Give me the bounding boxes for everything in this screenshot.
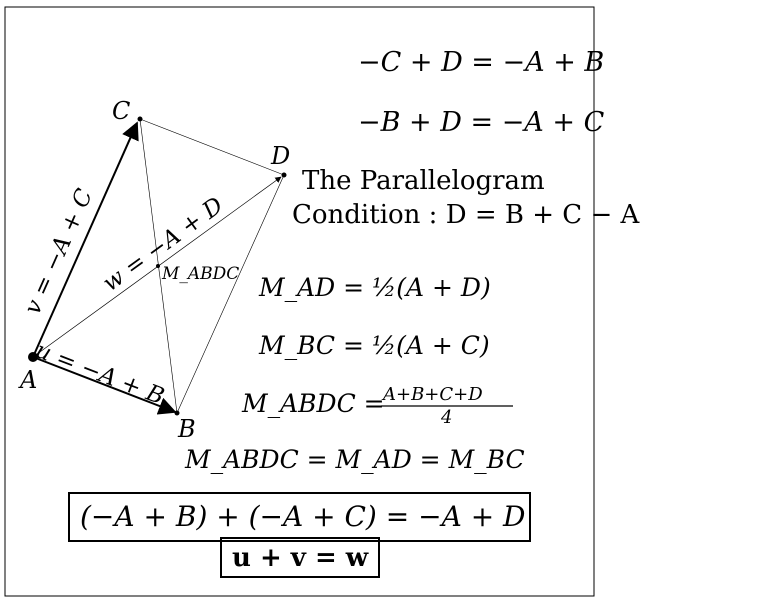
vector-u xyxy=(32,356,177,415)
equation-m-abdc-lhs: M_ABDC = xyxy=(241,389,385,418)
condition-line-2: Condition : D = B + C − A xyxy=(292,200,640,230)
boxed-vectors-border xyxy=(220,537,380,578)
label-a: A xyxy=(18,366,37,394)
label-m-abdc: M_ABDC xyxy=(161,264,239,284)
vector-v xyxy=(32,121,139,358)
point-d xyxy=(281,172,287,178)
label-b: B xyxy=(177,415,196,443)
point-b xyxy=(174,410,180,416)
edge-c-d xyxy=(139,118,285,176)
frame-border xyxy=(4,6,595,597)
equation-1: −C + D = −A + B xyxy=(358,47,604,78)
point-m-abdc xyxy=(156,264,160,268)
edge-d-b xyxy=(176,174,285,414)
equation-m-bc: M_BC = ½(A + C) xyxy=(258,331,490,360)
label-vector-u: u = −A + B xyxy=(32,337,168,410)
condition-line-1: The Parallelogram xyxy=(302,166,545,196)
equation-m-abdc-numerator: A+B+C+D xyxy=(381,384,483,405)
boxed-vectors: u + v = w xyxy=(232,543,369,573)
point-c xyxy=(137,116,143,122)
equation-midpoints-equal: M_ABDC = M_AD = M_BC xyxy=(184,445,525,474)
equation-m-ad: M_AD = ½(A + D) xyxy=(258,273,491,302)
equation-2: −B + D = −A + C xyxy=(358,107,605,138)
boxed-sum: (−A + B) + (−A + C) = −A + D xyxy=(80,500,526,533)
equation-m-abdc-denominator: 4 xyxy=(440,407,452,428)
label-d: D xyxy=(270,142,290,170)
label-c: C xyxy=(112,97,130,125)
point-a xyxy=(28,352,38,362)
boxed-sum-border xyxy=(68,492,531,542)
